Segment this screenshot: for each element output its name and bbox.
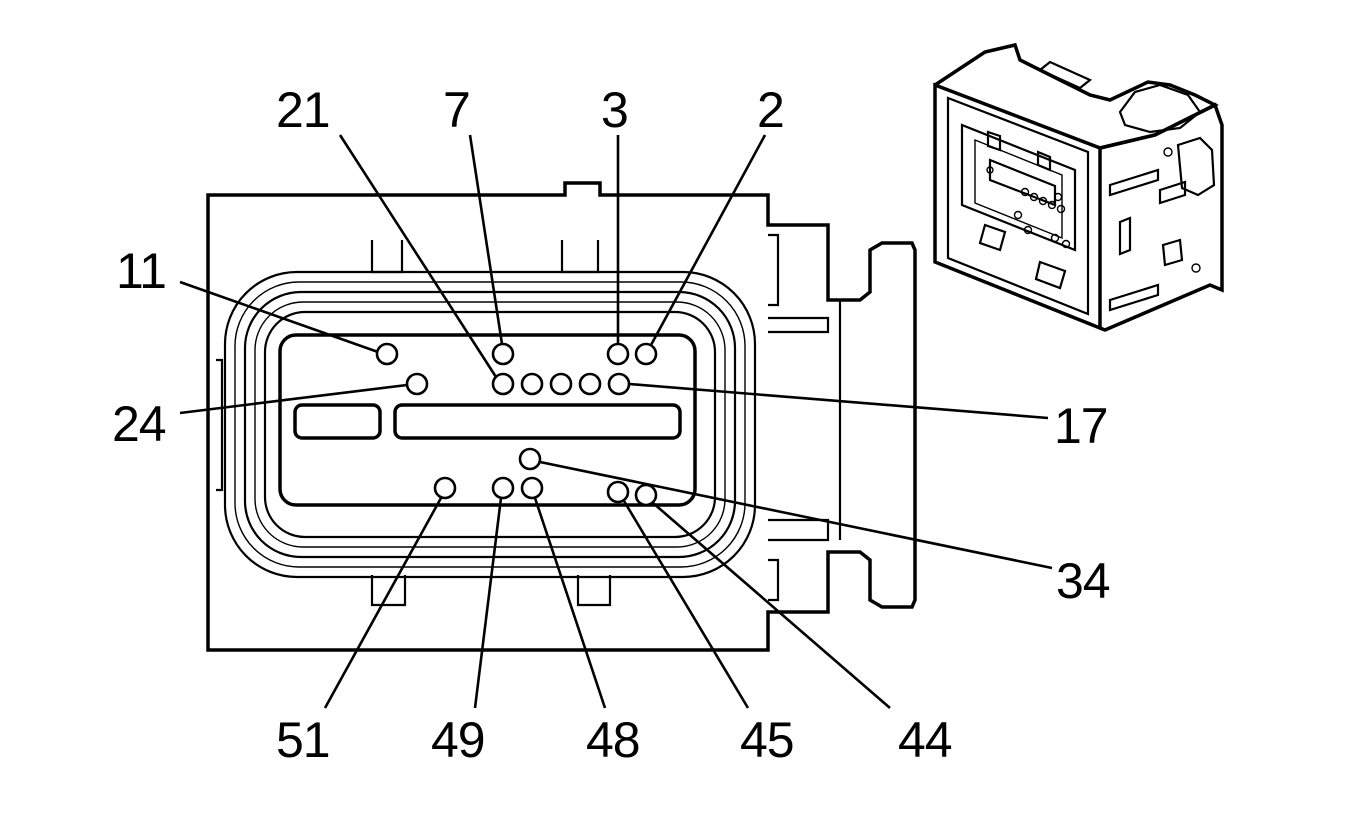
- pin-17-hole: [607, 372, 631, 396]
- pin-label-11: 11: [116, 243, 166, 299]
- pin-hole: [549, 372, 573, 396]
- pin-hole: [520, 372, 544, 396]
- pin-label-51: 51: [276, 712, 330, 768]
- pin-7-hole: [491, 342, 515, 366]
- pin-21-hole: [491, 372, 515, 396]
- pin-label-45: 45: [740, 712, 794, 768]
- pin-label-21: 21: [276, 82, 330, 138]
- pin-label-34: 34: [1056, 553, 1110, 609]
- pin-label-48: 48: [586, 712, 640, 768]
- pin-label-17: 17: [1054, 398, 1108, 454]
- pin-labels: 21 7 3 2 11 24 17 34 51 49 48 45 44: [112, 82, 1111, 768]
- pin-label-3: 3: [601, 82, 628, 138]
- pin-label-24: 24: [112, 396, 166, 452]
- pin-label-7: 7: [443, 82, 470, 138]
- pin-label-2: 2: [757, 82, 784, 138]
- pin-24-hole: [405, 372, 429, 396]
- pin-51-hole: [433, 476, 457, 500]
- pin-45-hole: [606, 480, 630, 504]
- pin-11-hole: [375, 342, 399, 366]
- pin-array: [375, 342, 658, 507]
- leader-lines: [179, 134, 1053, 709]
- pin-label-44: 44: [898, 712, 952, 768]
- pin-hole: [578, 372, 602, 396]
- pin-label-49: 49: [431, 712, 485, 768]
- connector-isometric-inset: [933, 42, 1224, 332]
- pin-3-hole: [606, 342, 630, 366]
- pin-44-hole: [634, 483, 658, 507]
- pin-48-hole: [520, 476, 544, 500]
- pin-2-hole: [634, 342, 658, 366]
- connector-face: [206, 181, 917, 652]
- pin-49-hole: [491, 476, 515, 500]
- pin-34-hole: [518, 447, 542, 471]
